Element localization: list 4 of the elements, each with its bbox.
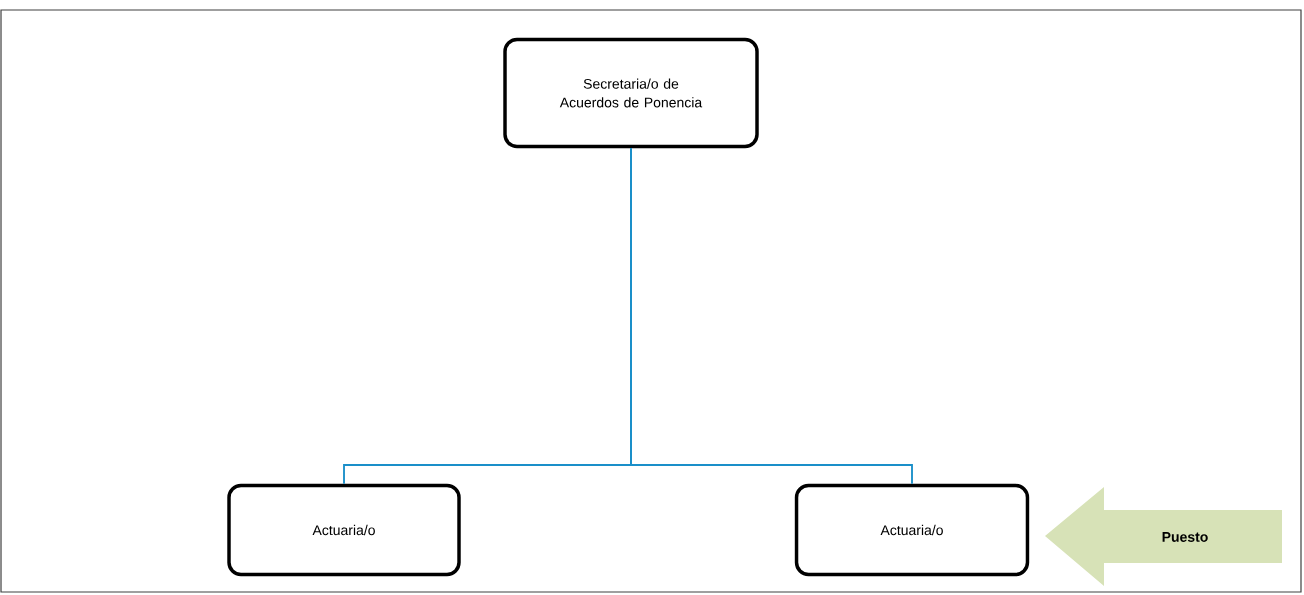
position-box: Secretaria/o de Acuerdos de Ponencia bbox=[503, 37, 759, 149]
connector-line bbox=[630, 147, 913, 485]
position-box: Actuaria/o bbox=[227, 483, 461, 577]
position-box: Actuaria/o bbox=[794, 483, 1030, 577]
